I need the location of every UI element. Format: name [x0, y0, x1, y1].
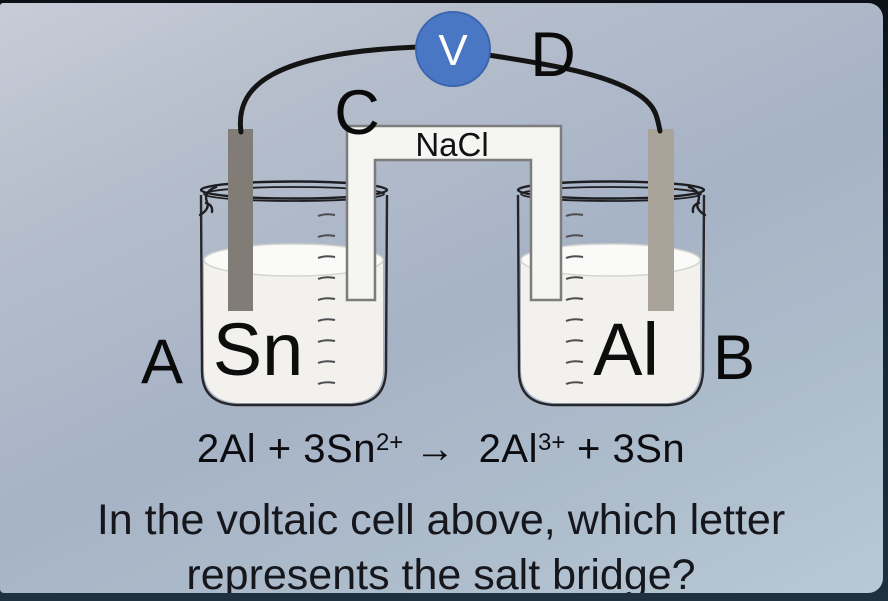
equation-superscript: 3+	[537, 429, 566, 456]
graduation-tick	[317, 234, 336, 238]
graduation-tick	[565, 297, 584, 301]
tin-electrode	[228, 129, 253, 311]
equation-segment: 2Al + 3Sn	[196, 427, 376, 471]
equation-segment: → 2Al	[403, 427, 538, 471]
label-c: C	[334, 78, 380, 148]
right-beaker-outline	[516, 194, 706, 407]
slide-card: NaCl V Sn Al A B C D 2Al + 3Sn2+ → 2Al3+…	[0, 3, 883, 593]
graduation-tick	[565, 318, 584, 322]
graduation-tick	[317, 297, 336, 301]
equation-segment: + 3Sn	[565, 427, 686, 471]
graduation-tick	[317, 213, 336, 217]
graduation-tick	[565, 255, 584, 259]
right-beaker-graduations	[565, 213, 584, 385]
left-beaker-spout	[198, 185, 218, 217]
salt-bridge	[345, 124, 563, 302]
equation-superscript: 2+	[375, 429, 404, 456]
right-beaker-rim	[516, 180, 706, 200]
left-beaker-outline	[199, 194, 389, 407]
left-beaker-rim	[199, 180, 389, 200]
graduation-tick	[317, 318, 336, 322]
label-a: A	[141, 327, 183, 397]
label-d: D	[530, 20, 576, 90]
salt-bridge-label: NaCl	[415, 126, 488, 163]
question-line2: represents the salt bridge?	[186, 551, 696, 593]
graduation-tick	[317, 381, 336, 385]
left-beaker-rim-inner	[203, 186, 385, 202]
right-wire	[485, 52, 663, 134]
voltaic-cell-diagram: NaCl V Sn Al A B C D	[141, 11, 755, 407]
question-line1: In the voltaic cell above, which letter	[96, 496, 786, 544]
graduation-tick	[317, 360, 336, 364]
graduation-tick	[565, 213, 584, 217]
graduation-tick	[565, 276, 584, 280]
left-wire	[237, 44, 421, 135]
aluminum-electrode	[648, 129, 674, 311]
right-beaker-rim-inner	[520, 186, 702, 202]
voltmeter-label: V	[438, 26, 468, 75]
aluminum-label: Al	[593, 308, 659, 391]
graduation-tick	[565, 360, 584, 364]
voltmeter-icon	[415, 11, 491, 87]
graduation-tick	[565, 234, 584, 238]
left-beaker-graduations	[317, 213, 336, 385]
label-b: B	[713, 323, 755, 393]
right-beaker-spout	[687, 185, 707, 217]
graduation-tick	[317, 276, 336, 280]
graduation-tick	[317, 255, 336, 259]
graduation-tick	[317, 339, 336, 343]
graduation-tick	[565, 381, 584, 385]
graduation-tick	[565, 339, 584, 343]
reaction-equation: 2Al + 3Sn2+ → 2Al3+ + 3Sn	[0, 427, 882, 472]
question-text: In the voltaic cell above, which letter …	[0, 493, 882, 593]
tin-label: Sn	[213, 308, 304, 391]
